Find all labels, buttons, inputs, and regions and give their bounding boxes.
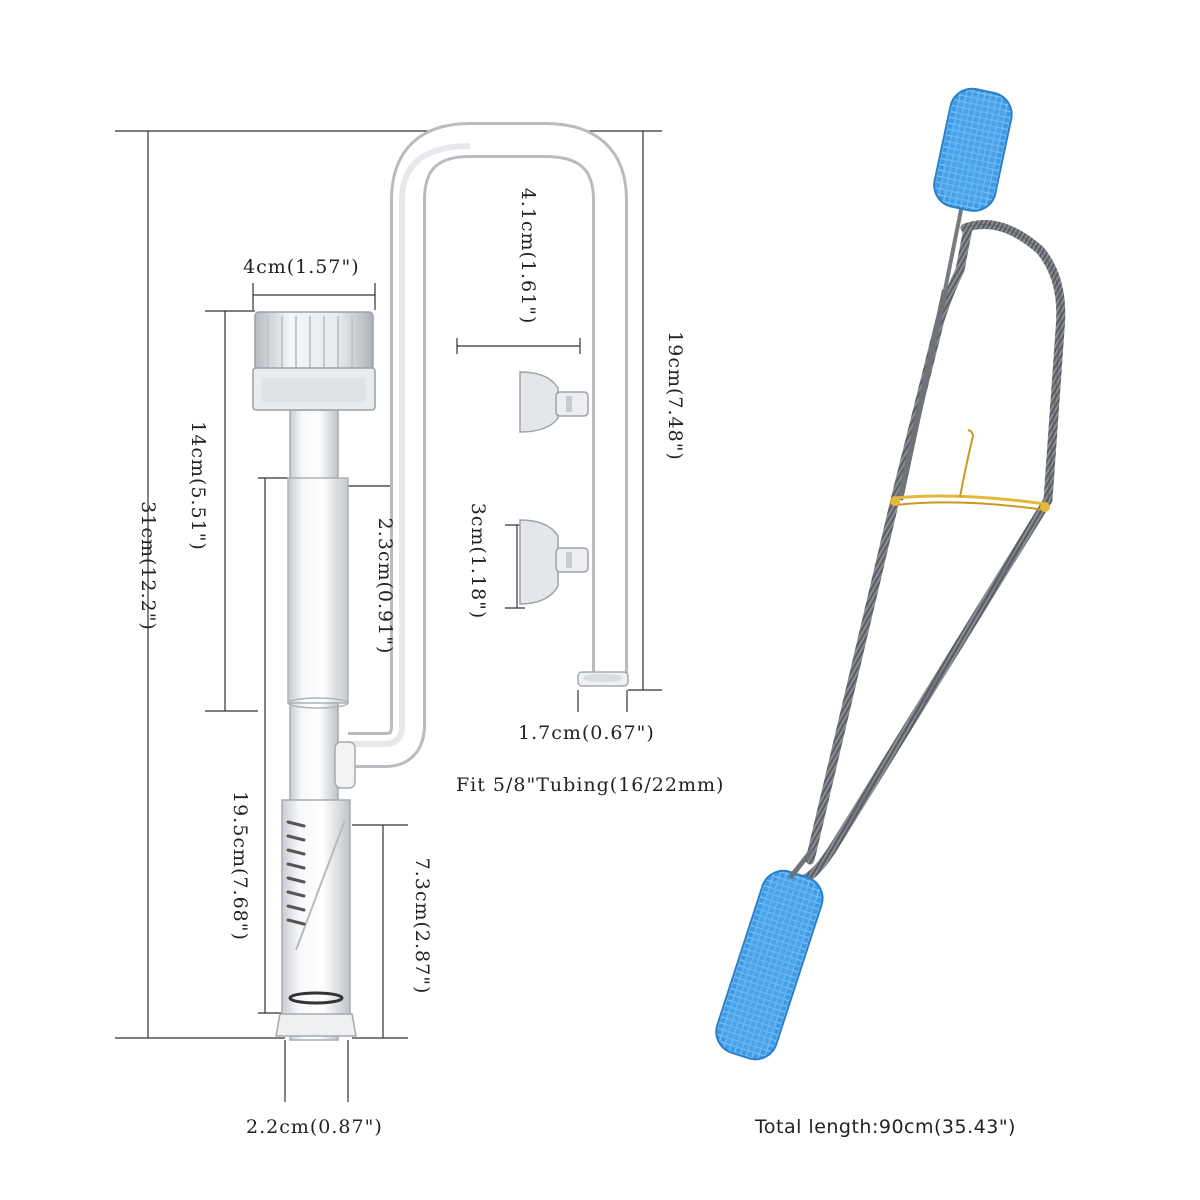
upper-brush-head — [933, 87, 1013, 212]
total-height-label: 31cm(12.2") — [137, 501, 159, 631]
suction-cup-upper — [519, 371, 589, 433]
cleaning-brush — [715, 87, 1066, 1061]
dimension-lines — [115, 130, 662, 1102]
skimmer-lower-label: 19.5cm(7.68") — [229, 791, 251, 941]
lower-brush-head — [715, 869, 824, 1061]
brush-length-label: Total length:90cm(35.43") — [755, 1116, 1016, 1138]
outlet-height-label: 19cm(7.48") — [664, 331, 686, 461]
suction-gap-label: 3cm(1.18") — [467, 502, 489, 620]
skimmer-upper-label: 14cm(5.51") — [187, 421, 209, 551]
fit-note-label: Fit 5/8"Tubing(16/22mm) — [456, 774, 725, 796]
inner-tube-label: 2.3cm(0.91") — [374, 517, 396, 655]
glass-skimmer — [252, 122, 629, 1041]
u-gap-label: 4.1cm(1.61") — [517, 187, 539, 325]
base-width-label: 2.2cm(0.87") — [246, 1116, 383, 1138]
gold-tie — [890, 429, 1050, 512]
bottom-section-label: 7.3cm(2.87") — [411, 857, 433, 995]
suction-cup-lower — [519, 519, 589, 605]
outlet-width-label: 1.7cm(0.67") — [518, 722, 655, 744]
cap-width-label: 4cm(1.57") — [243, 256, 360, 278]
